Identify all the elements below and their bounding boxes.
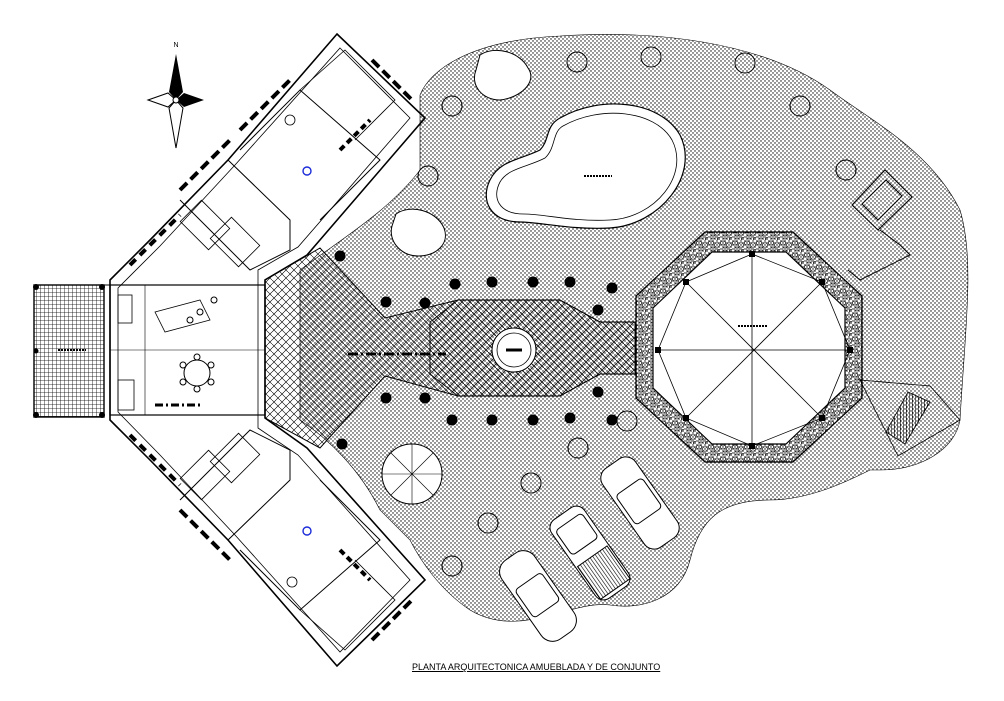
tree-symbol-icon [334, 250, 618, 450]
wall-marks [128, 58, 414, 642]
north-arrow-icon [146, 54, 204, 149]
tree-symbol-icon [381, 50, 532, 505]
fountain-icon [491, 327, 537, 373]
north-label: N [173, 42, 178, 49]
pool-icon [485, 103, 686, 229]
storage-structure [847, 169, 913, 281]
car-icon [499, 456, 680, 642]
blue-fixture [302, 166, 312, 536]
gazebo-icon [635, 231, 863, 463]
tree-symbol-icon [417, 46, 857, 577]
drawing-title: PLANTA ARQUITECTONICA AMUEBLADA Y DE CON… [412, 662, 661, 672]
column-posts [33, 284, 105, 418]
ramp [859, 379, 961, 457]
